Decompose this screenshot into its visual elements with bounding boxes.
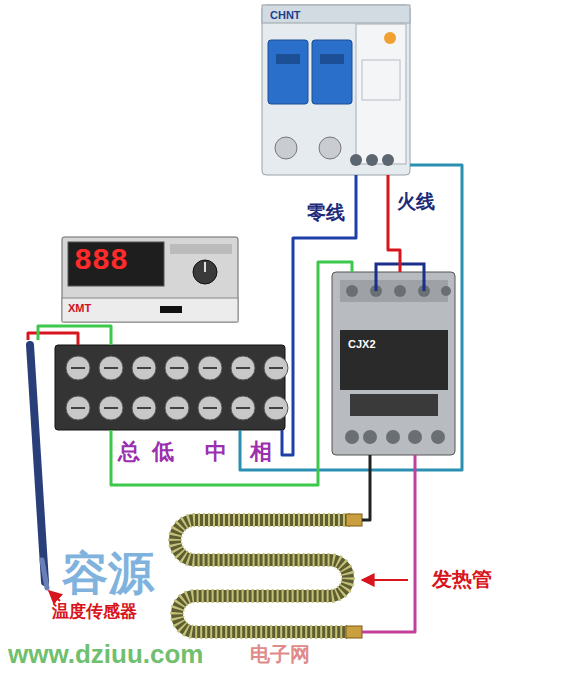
circuit-breaker-box: CHNT [262, 5, 410, 175]
wire [28, 333, 78, 345]
temperature-controller [62, 237, 238, 322]
screw-slot [104, 407, 118, 409]
screw-slot [203, 367, 217, 369]
wire-label: 火线 [396, 192, 436, 213]
screw-slot [71, 367, 85, 369]
terminal-screw [198, 356, 222, 380]
screw-slot [170, 407, 184, 409]
terminal-screw [66, 356, 90, 380]
wire [362, 455, 370, 520]
terminal-screw [99, 396, 123, 420]
watermark: 电子网 [250, 643, 310, 665]
terminal-screw [132, 396, 156, 420]
watermark-url: www.dziuu.com [8, 640, 203, 669]
terminal-block [55, 345, 288, 430]
device-label: 温度传感器 [52, 603, 137, 622]
device-label: 中 [205, 440, 227, 464]
contactor [332, 264, 455, 455]
device-label: 相 [250, 440, 272, 464]
terminal-screw [198, 396, 222, 420]
screw-slot [137, 407, 151, 409]
device-label: 发热管 [432, 568, 492, 590]
wire [111, 262, 352, 485]
terminal-screw [165, 356, 189, 380]
screw-slot [269, 407, 283, 409]
device-label: XMT [68, 302, 91, 314]
device-label: 低 [152, 440, 174, 464]
terminal-screw [264, 396, 288, 420]
terminal-screw [231, 396, 255, 420]
screw-slot [170, 367, 184, 369]
screw-slot [137, 367, 151, 369]
device-label: CHNT [270, 9, 301, 21]
device-label: CJX2 [348, 338, 376, 350]
wire-label: 零线 [306, 203, 346, 224]
device-label: 888 [74, 245, 128, 278]
screw-slot [104, 367, 118, 369]
terminal-screw [132, 356, 156, 380]
screw-slot [269, 367, 283, 369]
wire [362, 455, 415, 632]
terminal-screw [231, 356, 255, 380]
wire [388, 175, 400, 272]
screw-slot [236, 367, 250, 369]
temperature-controller-box: 888XMT [62, 237, 238, 322]
screw-slot [71, 407, 85, 409]
circuit-breaker [262, 5, 410, 175]
screw-slot [236, 407, 250, 409]
wire [240, 165, 462, 470]
terminal-screw [165, 396, 189, 420]
device-label: 总 [118, 440, 140, 464]
screw-slot [203, 407, 217, 409]
contactor-box: CJX2 [332, 272, 455, 455]
terminal-screw [264, 356, 288, 380]
temperature-sensor [30, 345, 47, 588]
terminal-screw [66, 396, 90, 420]
leader-arrow [49, 591, 60, 601]
watermark: 容源 [62, 548, 154, 599]
sensor-box: 温度传感器 [20, 340, 52, 590]
leader-arrow [362, 579, 408, 581]
terminal-screw [99, 356, 123, 380]
wire [38, 326, 111, 345]
heating-tube-box: 发热管 [172, 505, 362, 645]
terminal-block-box: 总低中相 [55, 345, 285, 430]
heating-tube [175, 514, 362, 638]
